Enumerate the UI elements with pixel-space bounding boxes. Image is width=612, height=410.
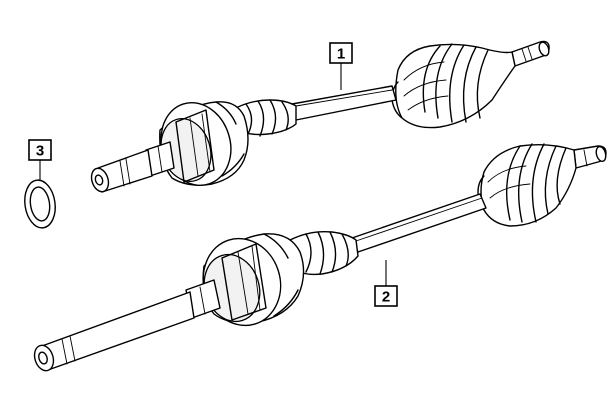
upper-outer-stub [511, 40, 550, 67]
callout-2-label: 2 [382, 289, 390, 306]
snap-ring [24, 179, 56, 229]
lower-drive-shaft [33, 143, 607, 372]
upper-inner-stub [90, 141, 175, 193]
lower-inner-housing [202, 233, 305, 327]
callout-3: 3 [28, 139, 52, 180]
upper-outer-boot [391, 43, 516, 129]
callout-1-label: 1 [337, 46, 345, 63]
upper-drive-shaft [90, 40, 550, 193]
lower-inner-stub [33, 279, 221, 372]
upper-inner-boot [231, 99, 297, 137]
callout-2: 2 [374, 260, 398, 307]
lower-outer-boot [477, 143, 577, 227]
callout-1: 1 [329, 42, 353, 90]
callout-3-box [28, 139, 52, 161]
lower-outer-stub [573, 145, 607, 169]
lower-bar-shaft [351, 193, 487, 253]
lower-inner-boot [289, 230, 359, 276]
upper-bar-shaft [291, 85, 397, 121]
callout-1-box [329, 42, 353, 64]
callout-3-label: 3 [36, 143, 44, 160]
callout-2-box [374, 285, 398, 307]
